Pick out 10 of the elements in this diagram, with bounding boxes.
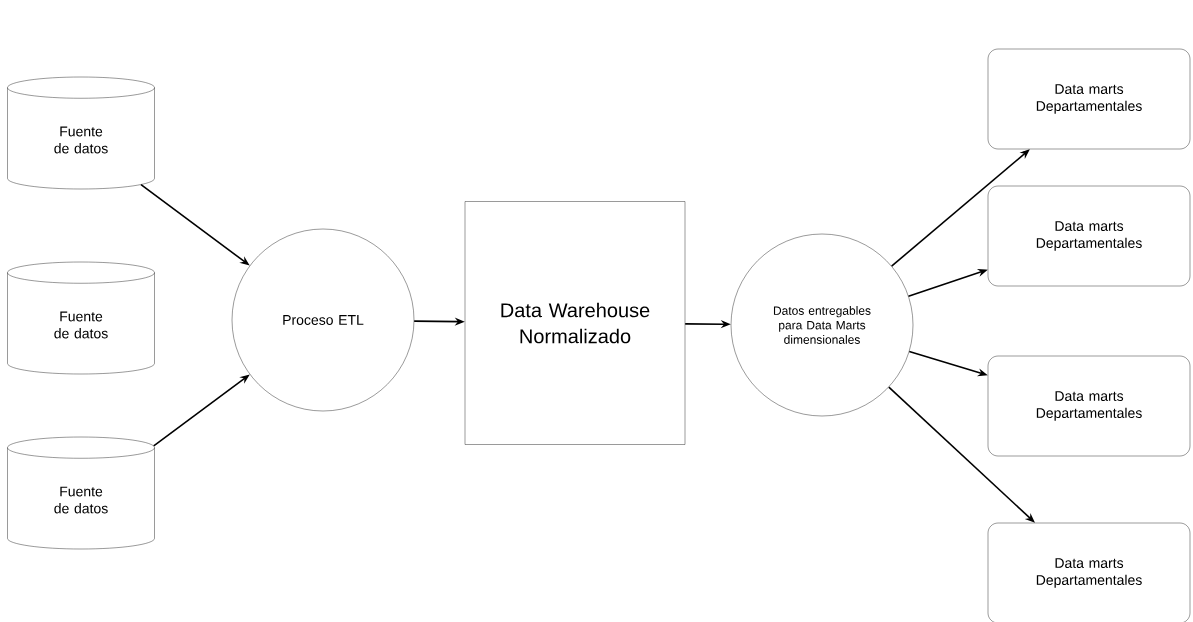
- arrow: [890, 149, 1030, 267]
- data-mart-box: Data marts Departamentales: [987, 48, 1191, 150]
- database-cylinder: Fuente de datos: [7, 261, 155, 375]
- data-mart-box: Data marts Departamentales: [987, 522, 1191, 622]
- arrow: [888, 386, 1035, 523]
- data-mart-box: Data marts Departamentales: [987, 185, 1191, 287]
- database-cylinder: Fuente de datos: [7, 436, 155, 550]
- warehouse-box: Data Warehouse Normalizado: [464, 201, 686, 445]
- database-cylinder: Fuente de datos: [7, 76, 155, 190]
- data-mart-box: Data marts Departamentales: [987, 355, 1191, 457]
